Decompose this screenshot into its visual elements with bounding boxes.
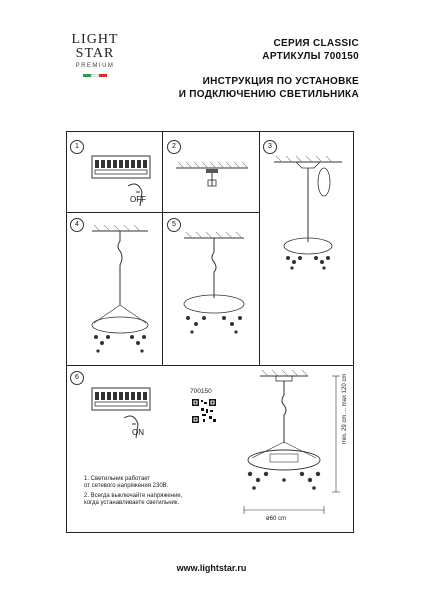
step-4-number: 4: [70, 218, 84, 232]
step-1-number: 1: [70, 140, 84, 154]
step-2-number: 2: [167, 140, 181, 154]
height-dimension: min. 29 cm ... max 120 cm: [342, 373, 348, 444]
chandelier-dimensions-illustration: [243, 370, 340, 514]
divider-row2: [66, 365, 354, 366]
italian-flag-icon: [62, 74, 128, 77]
breaker-panel-off-illustration: [91, 155, 151, 207]
divider-col-4-5: [162, 212, 163, 365]
breaker-panel-on-illustration: [91, 387, 151, 439]
brand-logo: LIGHT STAR PREMIUM: [62, 33, 128, 103]
ceiling-bracket-illustration: [176, 161, 249, 187]
qr-code-icon: [191, 398, 217, 424]
chandelier-hanging-illustration: [91, 225, 149, 353]
note-1-line-1: 1. Светильник работает: [84, 476, 151, 482]
series-label: СЕРИЯ CLASSIC: [273, 38, 359, 49]
note-1-line-2: от сетевого напряжения 230В.: [84, 483, 169, 489]
step-6-number: 6: [70, 371, 84, 385]
step-3-number: 3: [263, 140, 277, 154]
product-article: 700150: [190, 388, 212, 395]
title-line-2: И ПОДКЛЮЧЕНИЮ СВЕТИЛЬНИКА: [178, 89, 359, 100]
width-dimension: ø60 cm: [266, 516, 287, 522]
note-2-line-2: когда устанавливаете светильник.: [84, 500, 180, 506]
chandelier-mounted-illustration: [183, 232, 245, 334]
logo-line-2: STAR: [75, 46, 115, 61]
articles-label: АРТИКУЛЫ 700150: [262, 51, 359, 62]
step-6-on-label: ON: [132, 428, 144, 437]
title-line-1: ИНСТРУКЦИЯ ПО УСТАНОВКЕ: [202, 76, 359, 87]
logo-line-1: LIGHT: [71, 32, 119, 47]
divider-col-2-3: [259, 131, 260, 365]
website-url[interactable]: www.lightstar.ru: [176, 563, 247, 573]
step-1-off-label: OFF: [130, 195, 146, 204]
divider-col-1-2: [162, 131, 163, 212]
note-2-line-1: 2. Всегда выключайте напряжение,: [84, 493, 183, 499]
instruction-frame: [66, 131, 354, 533]
step-5-number: 5: [167, 218, 181, 232]
chandelier-attached-illustration: [274, 155, 342, 270]
logo-line-3: PREMIUM: [75, 63, 115, 69]
